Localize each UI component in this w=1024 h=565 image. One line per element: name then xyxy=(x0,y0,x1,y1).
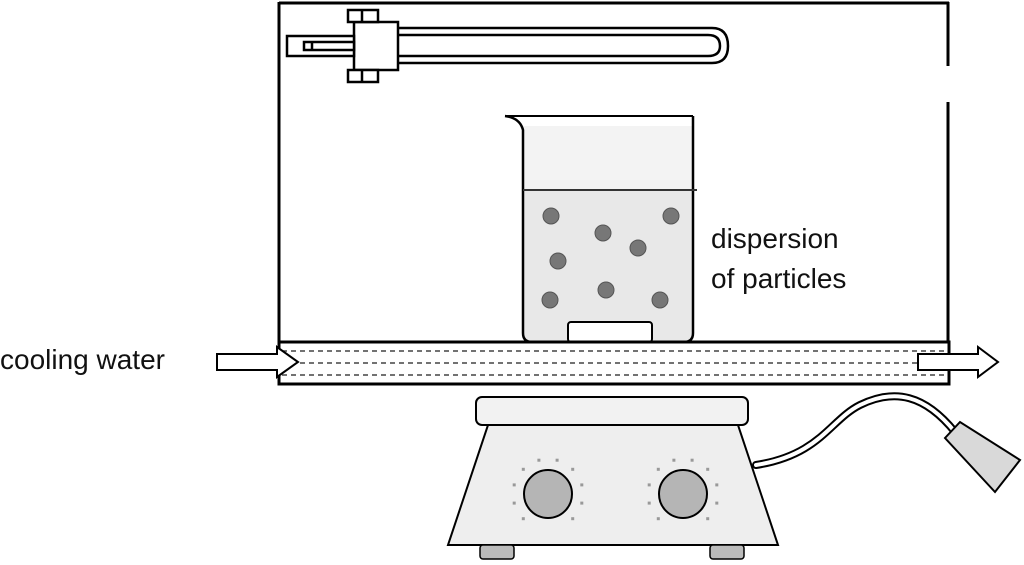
dispersion-label: dispersion of particles xyxy=(711,219,846,299)
dispersion-label-line1: dispersion xyxy=(711,223,839,254)
knob-scale-tick xyxy=(672,458,676,462)
particle xyxy=(597,281,615,299)
knob-scale-tick xyxy=(521,467,525,471)
particle xyxy=(662,207,680,225)
beaker-icon xyxy=(504,114,697,344)
stirrer-knob xyxy=(658,469,708,519)
particle xyxy=(549,252,567,270)
knob-scale-tick xyxy=(706,467,710,471)
cooling-water-label: cooling water xyxy=(0,344,165,375)
stirrer-knob xyxy=(523,469,573,519)
knob-scale-tick xyxy=(647,483,651,487)
particle xyxy=(541,291,559,309)
knob-scale-tick xyxy=(580,501,584,505)
arrow-out-icon xyxy=(917,345,1000,379)
particle xyxy=(651,291,669,309)
water-bath-tank xyxy=(277,1,950,344)
knob-scale-tick xyxy=(512,501,516,505)
particle xyxy=(542,207,560,225)
knob-scale-tick xyxy=(580,483,584,487)
particle xyxy=(629,239,647,257)
cooling-water-channel xyxy=(277,340,951,386)
knob-scale-tick xyxy=(656,467,660,471)
knob-scale-tick xyxy=(656,517,660,521)
immersion-heater-icon xyxy=(285,8,730,84)
knob-scale-tick xyxy=(521,517,525,521)
knob-scale-tick xyxy=(715,483,719,487)
particles xyxy=(541,207,680,309)
particle xyxy=(594,224,612,242)
knob-scale-tick xyxy=(571,467,575,471)
dispersion-label-line2: of particles xyxy=(711,263,847,294)
knob-scale-tick xyxy=(690,458,694,462)
arrow-in-icon xyxy=(216,345,300,379)
knob-scale-tick xyxy=(537,458,541,462)
magnetic-stirrer-icon xyxy=(446,396,780,560)
knob-scale-tick xyxy=(512,483,516,487)
knob-scale-tick xyxy=(715,501,719,505)
knob-scale-tick xyxy=(706,517,710,521)
knob-scale-tick xyxy=(555,458,559,462)
power-plug-icon xyxy=(943,420,1022,494)
knob-scale-tick xyxy=(571,517,575,521)
knob-scale-tick xyxy=(647,501,651,505)
